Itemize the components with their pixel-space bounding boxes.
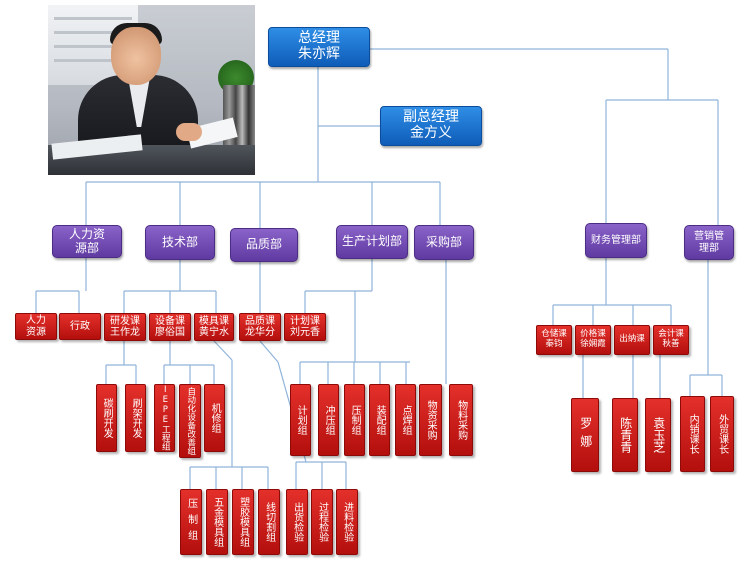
- group-pressing: 压制组: [344, 384, 365, 456]
- deputy-general-manager-box: 副总经理 金方义: [380, 106, 482, 146]
- group-plastic-mold: 塑胶模具组: [232, 489, 254, 555]
- section-rnd: 研发课王作龙: [104, 313, 146, 341]
- general-manager-name: 朱亦辉: [298, 46, 340, 62]
- group-iepe: IEPE工程组: [154, 384, 175, 452]
- dept-finance: 财务管理部: [585, 223, 647, 258]
- general-manager-box: 总经理 朱亦辉: [268, 27, 370, 67]
- group-brush-frame: 刷架开发: [125, 384, 146, 452]
- dept-sales: 营销管理部: [684, 225, 734, 260]
- section-pricing: 价格课徐娴霞: [575, 325, 611, 355]
- group-planning: 计划组: [290, 384, 311, 456]
- dept-tech: 技术部: [145, 225, 215, 260]
- staff-luo: 罗娜: [571, 398, 599, 472]
- section-qa: 品质课龙华分: [239, 313, 281, 341]
- section-warehouse: 仓储课秦钧: [536, 325, 572, 355]
- group-material-purchase: 物料采购: [449, 384, 473, 456]
- group-stamping: 冲压组: [318, 384, 339, 456]
- group-outgoing-inspection: 出货检验: [286, 489, 308, 555]
- group-welding: 点焊组: [395, 384, 416, 456]
- group-hardware-mold: 五金模具组: [206, 489, 228, 555]
- section-admin: 行政: [59, 313, 101, 340]
- general-manager-title: 总经理: [298, 30, 340, 47]
- manager-export-sales: 外贸课长: [710, 396, 734, 472]
- section-hr-staff: 人力资源: [15, 313, 57, 340]
- group-wire-cut: 线切割组: [258, 489, 280, 555]
- dept-qa: 品质部: [230, 228, 298, 262]
- staff-yuan: 袁玉芝: [645, 398, 671, 472]
- group-automation: 自动化设备改善组: [179, 384, 201, 458]
- group-repair: 机修组: [204, 384, 225, 452]
- deputy-general-manager-title: 副总经理: [403, 109, 459, 126]
- section-planning: 计划课刘元香: [284, 313, 326, 341]
- section-mold: 模具课黄宁水: [194, 313, 234, 341]
- group-assembly: 装配组: [369, 384, 390, 456]
- deputy-general-manager-name: 金方义: [410, 125, 452, 141]
- group-materials-purchase: 物资采购: [419, 384, 442, 456]
- staff-chen: 陈青青: [612, 398, 638, 472]
- section-accounting: 会计课秋善: [653, 325, 689, 355]
- section-equipment: 设备课廖俗国: [149, 313, 191, 341]
- dept-hr: 人力资源部: [52, 225, 122, 258]
- section-cashier: 出纳课: [614, 325, 650, 355]
- dept-purchasing: 采购部: [414, 225, 474, 260]
- group-press-mold: 压制组: [180, 489, 202, 555]
- group-incoming-inspection: 进料检验: [336, 489, 358, 555]
- dept-production-planning: 生产计划部: [336, 225, 408, 259]
- group-process-inspection: 过程检验: [311, 489, 333, 555]
- executive-photo: [48, 5, 255, 175]
- group-carbon-brush: 碳刷开发: [96, 384, 117, 452]
- manager-domestic-sales: 内销课长: [680, 396, 705, 472]
